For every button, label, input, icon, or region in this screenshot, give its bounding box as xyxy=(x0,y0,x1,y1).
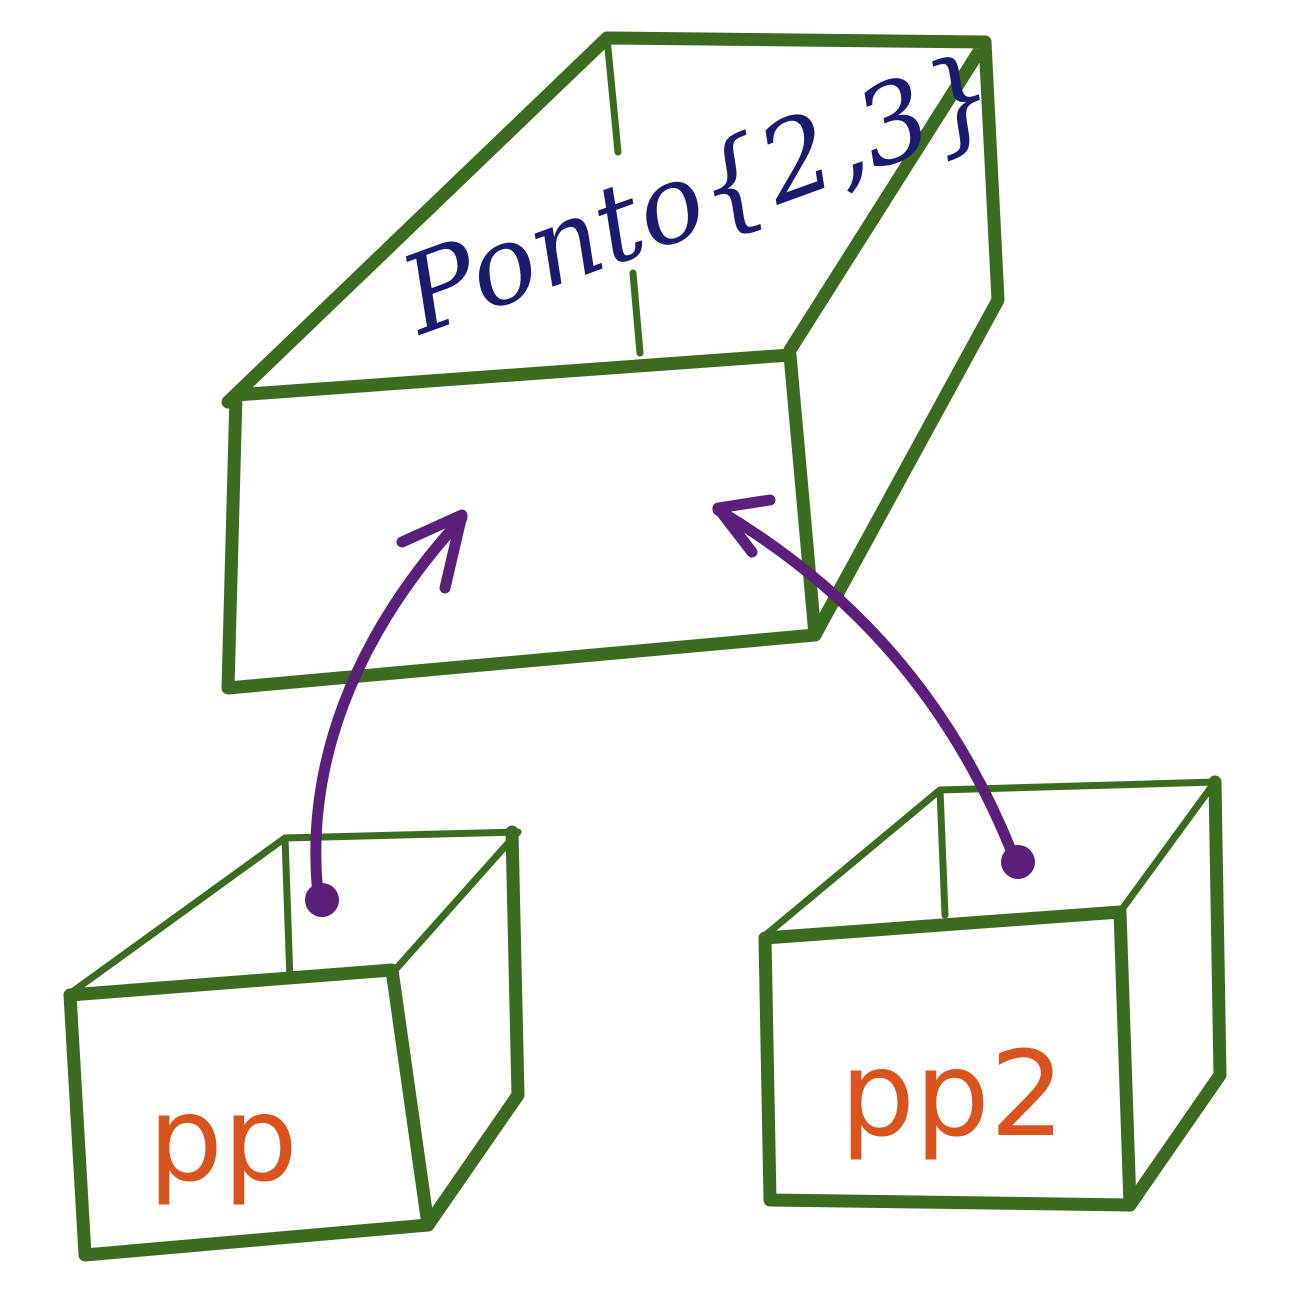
arrow-pp2-to-object xyxy=(712,494,1035,879)
arrow-pp-shaft xyxy=(310,512,468,901)
arrow-pp2-shaft xyxy=(712,504,1021,866)
arrow-pp2-origin-dot xyxy=(1001,845,1035,879)
object-box-back-edge xyxy=(603,34,622,156)
object-box-right-face xyxy=(808,35,1005,642)
pp-box-back-edge xyxy=(281,834,294,984)
pp2-box-front-face xyxy=(758,905,1137,1212)
pp-box-top-face xyxy=(64,828,522,999)
reference-box-pp xyxy=(63,825,525,1262)
arrow-pp-origin-dot xyxy=(305,883,339,917)
pp-box-right-face xyxy=(421,825,525,1232)
pp2-box-back-edge xyxy=(936,786,949,919)
object-box-front-face xyxy=(221,348,822,695)
arrow-pp-head xyxy=(396,509,468,594)
object-box-inner-edge xyxy=(629,269,644,357)
arrow-pp-to-object xyxy=(305,509,468,917)
reference-label-pp: pp xyxy=(148,1070,298,1208)
object-box xyxy=(221,31,1005,695)
reference-box-pp2 xyxy=(758,775,1227,1212)
object-box-top-face xyxy=(221,31,992,409)
pp2-box-right-face xyxy=(1123,775,1227,1212)
reference-label-pp2: pp2 xyxy=(840,1025,1065,1163)
object-label: Ponto{2,3} xyxy=(384,30,1012,360)
arrow-pp2-head xyxy=(712,494,776,558)
pp-box-front-face xyxy=(63,963,435,1262)
pp2-box-top-face xyxy=(758,778,1219,942)
